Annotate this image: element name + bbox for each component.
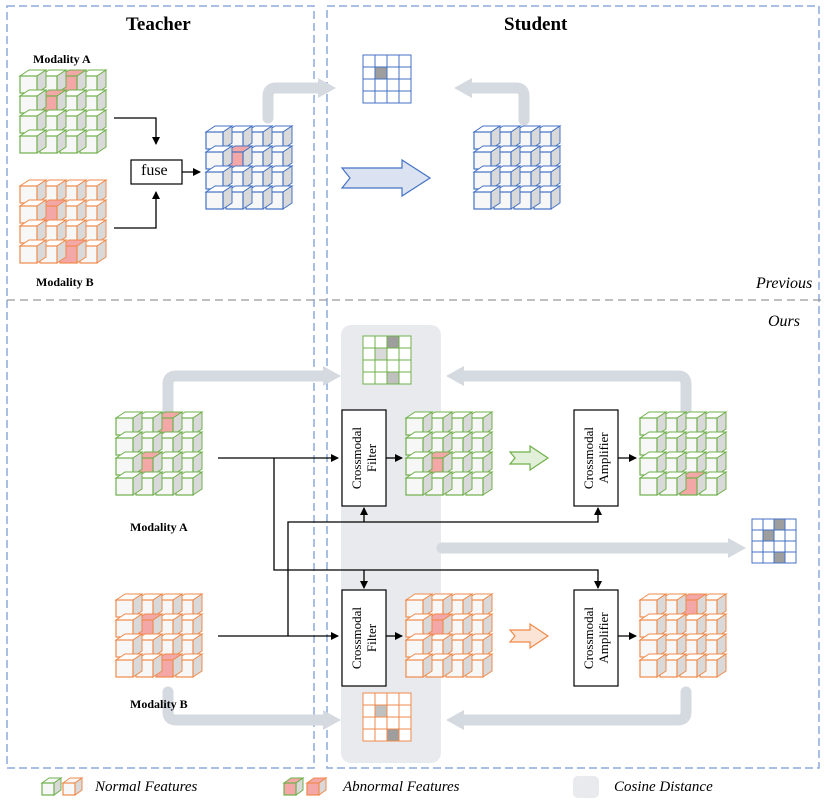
filtered-cube-b: [404, 593, 494, 678]
fuse-label: fuse: [141, 162, 168, 179]
crossmodal-amplifier-box-a: [573, 409, 619, 507]
cosine-grid-combined: [751, 518, 797, 564]
legend-cosine-label: Cosine Distance: [614, 779, 713, 795]
distill-arrow-previous: [340, 158, 432, 198]
fused-teacher-cube: [204, 125, 294, 210]
student-cube-b-ours: [638, 593, 728, 678]
legend-normal-green-icon: [40, 777, 63, 796]
cosine-grid-b: [362, 692, 412, 742]
student-cube-a-ours: [638, 411, 728, 496]
crossmodal-filter-box-b: [341, 589, 387, 687]
teacher-cube-b-previous: [18, 179, 108, 264]
legend-abnormal-label: Abnormal Features: [343, 779, 460, 795]
legend-abnormal-green-icon: [282, 777, 305, 796]
connector-lines: [114, 117, 637, 640]
fuse-box: [130, 159, 183, 185]
crossmodal-filter-box-a: [341, 409, 387, 507]
legend-abnormal-orange-icon: [305, 777, 328, 796]
teacher-frame: [6, 5, 315, 769]
modality-a-label-previous: Modality A: [33, 52, 91, 66]
filtered-cube-a: [404, 411, 494, 496]
legend-normal-orange-icon: [61, 777, 84, 796]
teacher-cube-b-ours: [114, 593, 204, 678]
teacher-header: Teacher: [126, 14, 191, 35]
crossmodal-amplifier-box-b: [573, 589, 619, 687]
distill-arrow-a: [508, 444, 550, 472]
student-cube-previous: [472, 125, 562, 210]
previous-label: Previous: [756, 275, 813, 292]
modality-b-label-ours: Modality B: [130, 697, 188, 711]
teacher-cube-a-previous: [18, 69, 108, 154]
student-frame: [326, 5, 820, 769]
modality-b-label-previous: Modality B: [36, 275, 94, 289]
distill-arrow-b: [508, 622, 550, 650]
student-header: Student: [504, 14, 568, 35]
cosine-flow-arrows: [162, 82, 736, 726]
legend-normal-label: Normal Features: [95, 779, 198, 795]
legend-cosine-swatch: [573, 776, 599, 798]
cosine-arrow-heads: [318, 78, 746, 730]
ours-label: Ours: [768, 313, 801, 330]
cosine-grid-previous: [362, 54, 412, 104]
teacher-cube-a-ours: [114, 411, 204, 496]
cosine-grid-a: [362, 335, 412, 385]
modality-a-label-ours: Modality A: [130, 520, 188, 534]
